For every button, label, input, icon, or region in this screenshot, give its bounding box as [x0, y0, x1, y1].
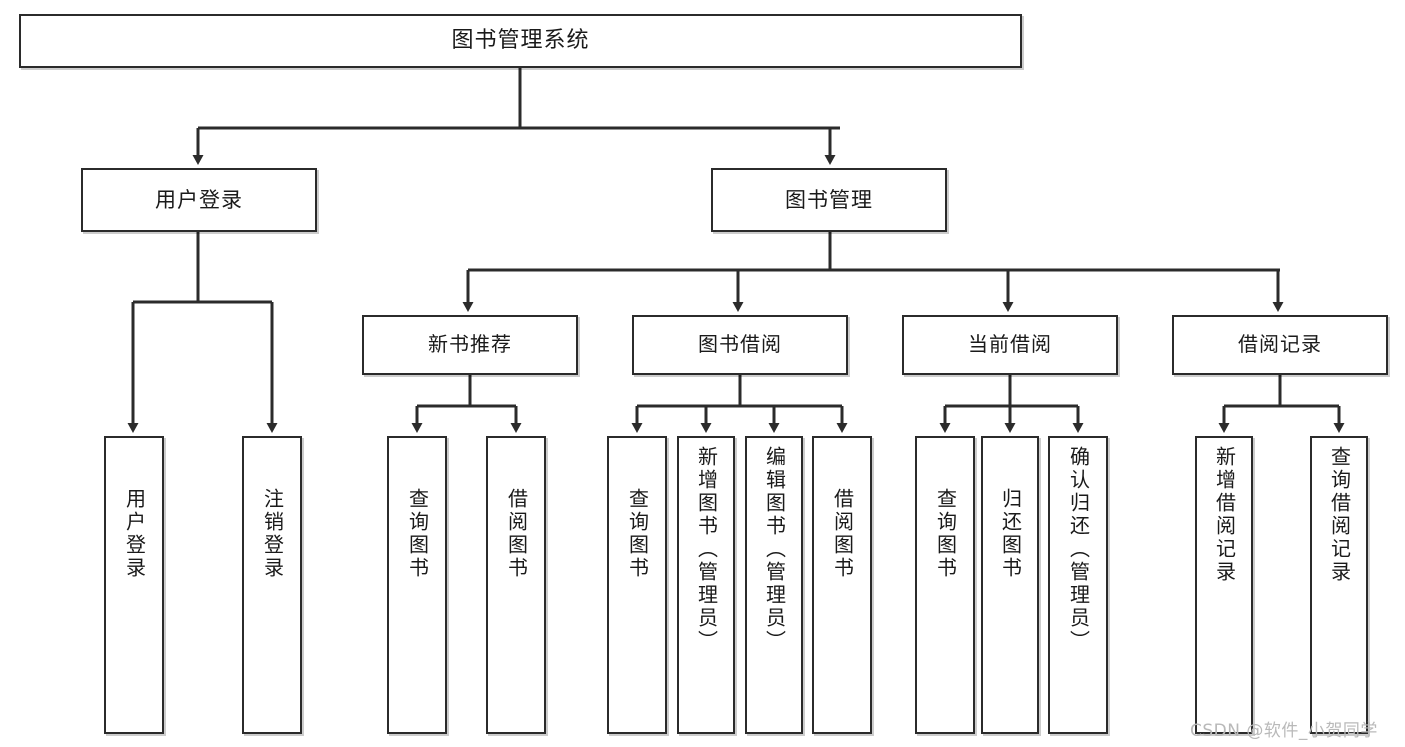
leaf-book-borrow-borrow[interactable]: 借阅图书 — [812, 436, 872, 734]
node-current-borrow[interactable]: 当前借阅 — [902, 315, 1118, 375]
node-label: 查询图书 — [625, 488, 650, 580]
node-label: 借阅记录 — [1238, 332, 1322, 357]
node-borrow-record[interactable]: 借阅记录 — [1172, 315, 1388, 375]
leaf-borrow-record-query[interactable]: 查询借阅记录 — [1310, 436, 1368, 734]
node-label: 用户登录 — [155, 187, 243, 212]
leaf-new-book-borrow[interactable]: 借阅图书 — [486, 436, 546, 734]
node-label: 注销登录 — [260, 488, 285, 580]
node-label: 图书管理 — [785, 187, 873, 212]
node-label: 当前借阅 — [968, 332, 1052, 357]
watermark: CSDN @软件_小贺同学 — [1190, 721, 1378, 741]
node-user-login[interactable]: 用户登录 — [81, 168, 317, 232]
node-root-system[interactable]: 图书管理系统 — [19, 14, 1022, 68]
node-label: 借阅图书 — [504, 488, 529, 580]
leaf-current-borrow-return[interactable]: 归还图书 — [981, 436, 1039, 734]
node-label: 借阅图书 — [830, 488, 855, 580]
leaf-current-borrow-query[interactable]: 查询图书 — [915, 436, 975, 734]
leaf-borrow-record-add[interactable]: 新增借阅记录 — [1195, 436, 1253, 734]
node-label: 归还图书 — [998, 488, 1023, 580]
leaf-book-borrow-edit[interactable]: 编辑图书（管理员） — [745, 436, 803, 734]
node-new-book-recommend[interactable]: 新书推荐 — [362, 315, 578, 375]
node-book-management[interactable]: 图书管理 — [711, 168, 947, 232]
node-label: 用户登录 — [122, 488, 147, 580]
leaf-user-login-logout[interactable]: 注销登录 — [242, 436, 302, 734]
leaf-book-borrow-query[interactable]: 查询图书 — [607, 436, 667, 734]
node-label: 图书借阅 — [698, 332, 782, 357]
leaf-book-borrow-add[interactable]: 新增图书（管理员） — [677, 436, 735, 734]
node-label: 查询图书 — [933, 488, 958, 580]
node-label: 查询借阅记录 — [1327, 446, 1352, 584]
node-label: 新增借阅记录 — [1212, 446, 1237, 584]
leaf-new-book-query[interactable]: 查询图书 — [387, 436, 447, 734]
node-book-borrow[interactable]: 图书借阅 — [632, 315, 848, 375]
node-label: 确认归还（管理员） — [1066, 446, 1091, 653]
node-label: 编辑图书（管理员） — [762, 446, 787, 653]
leaf-current-borrow-confirm-return[interactable]: 确认归还（管理员） — [1048, 436, 1108, 734]
leaf-user-login-login[interactable]: 用户登录 — [104, 436, 164, 734]
node-label: 查询图书 — [405, 488, 430, 580]
node-label: 新增图书（管理员） — [694, 446, 719, 653]
node-label: 新书推荐 — [428, 332, 512, 357]
node-label: 图书管理系统 — [451, 28, 590, 54]
